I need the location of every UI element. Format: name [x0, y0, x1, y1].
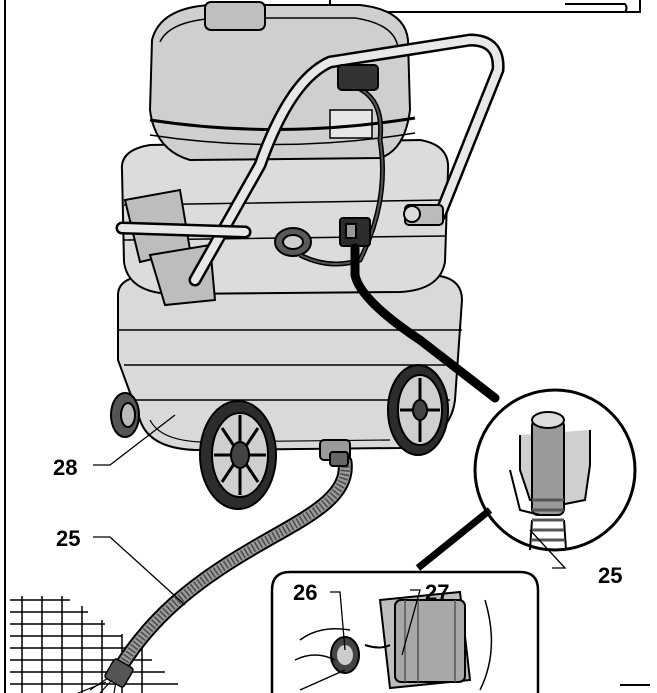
rear-wheel-left: [110, 392, 140, 438]
drain-hose: [104, 454, 353, 688]
drain-port: [319, 439, 351, 467]
coupling-inset: [270, 570, 540, 693]
inset-connector-line: [415, 507, 493, 571]
callout-28: 28: [53, 455, 77, 480]
callout-25-main: 25: [56, 526, 80, 551]
floor-grate: [10, 596, 178, 693]
hose-clip: [339, 217, 371, 247]
front-wheel-left: [199, 400, 277, 510]
power-cable: [298, 64, 385, 267]
callout-26: 26: [293, 580, 317, 605]
detail-pointer-line: [350, 243, 500, 403]
side-fitting: [403, 204, 444, 226]
leader-lines: [93, 414, 567, 656]
front-wheel-right: [387, 364, 449, 456]
push-handle: [115, 33, 505, 287]
water-splash: [77, 677, 117, 693]
detail-circle: [473, 388, 637, 552]
callout-27: 27: [425, 580, 449, 605]
callout-25-detail: 25: [598, 563, 622, 588]
